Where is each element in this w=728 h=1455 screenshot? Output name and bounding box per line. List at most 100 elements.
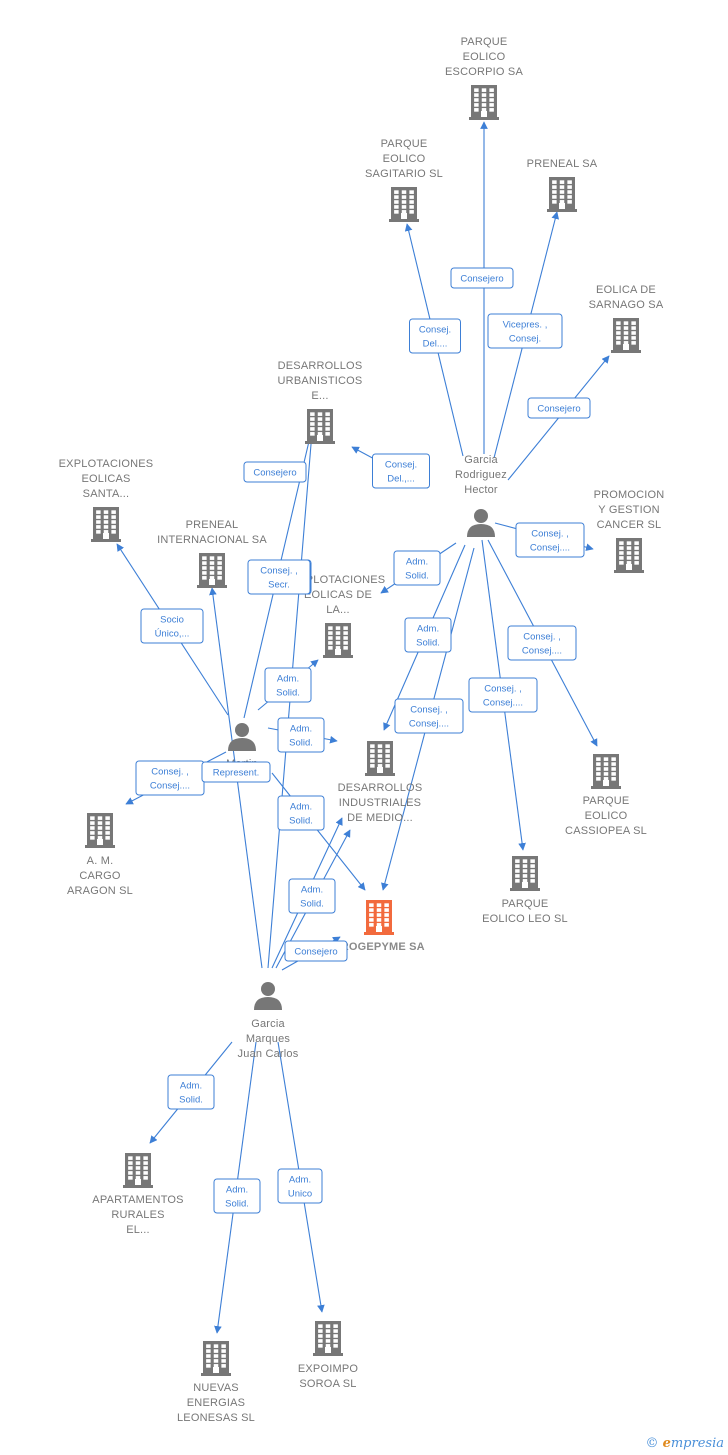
building-window — [369, 903, 374, 907]
edge-label-juan-to-preneal_int[interactable]: Consej. ,Secr. — [247, 559, 311, 595]
node-label: PRENEAL SA — [527, 158, 598, 170]
node-label: APARTAMENTOS — [92, 1194, 183, 1206]
edge-label-martin-to-expl_santa[interactable]: SocioÚnico,... — [140, 608, 204, 644]
edge-label-box[interactable] — [515, 522, 585, 558]
edge-label-box[interactable] — [247, 559, 311, 595]
building-window — [370, 744, 375, 748]
edge-label-box[interactable] — [284, 940, 348, 962]
building-window — [596, 762, 601, 766]
edge-label-juan-to-des_urb[interactable]: Consejero — [243, 461, 307, 483]
node-progepyme[interactable]: PROGEPYME SA — [333, 900, 425, 953]
edge-label-hector-to-cassiopea[interactable]: Consej. ,Consej.... — [507, 625, 577, 661]
edge-label-juan-to-progepyme[interactable]: Consejero — [284, 940, 348, 962]
edge-label-hector-to-sarnago[interactable]: Consejero — [527, 397, 591, 419]
edge-label-hector-to-des_ind[interactable]: Adm.Solid. — [404, 617, 452, 653]
edge-label-juan-to-apartamentos[interactable]: Adm.Solid. — [167, 1074, 215, 1110]
building-window — [377, 744, 383, 748]
edge-label-juan-to-des_ind[interactable]: Adm.Solid. — [277, 795, 325, 831]
edge-label-box[interactable] — [393, 550, 441, 586]
building-window — [335, 641, 341, 645]
building-window — [143, 1156, 148, 1160]
edge-label-box[interactable] — [277, 1168, 323, 1204]
edge-label-text: Socio — [160, 615, 184, 626]
edge-label-juan-to-expoimpo[interactable]: Adm.Unico — [277, 1168, 323, 1204]
node-preneal_sa[interactable]: PRENEAL SA — [527, 158, 598, 212]
node-des_urb[interactable]: DESARROLLOSURBANISTICOSE... — [278, 360, 363, 444]
edge-label-box[interactable] — [277, 795, 325, 831]
node-label: EOLICO LEO SL — [482, 913, 568, 925]
edge-label-hector-to-expl_la[interactable]: Adm.Solid. — [393, 550, 441, 586]
edge-label-box[interactable] — [243, 461, 307, 483]
building-window — [202, 556, 207, 560]
edge-label-hector-to-progepyme[interactable]: Consej. ,Consej.... — [394, 698, 464, 734]
node-label: Rodriguez — [455, 469, 507, 481]
edge-label-hector-to-des_urb[interactable]: Consej.Del.,... — [372, 453, 430, 489]
edge-label-hector-to-preneal_sa[interactable]: Vicepres. ,Consej. — [487, 313, 563, 349]
edge-label-text: Consej.... — [150, 781, 190, 792]
building-window — [206, 1349, 211, 1353]
edge-label-box[interactable] — [450, 267, 514, 289]
edge-label-box[interactable] — [527, 397, 591, 419]
edge-label-hector-to-leo[interactable]: Consej. ,Consej.... — [468, 677, 538, 713]
edge-label-martin-to-cargo[interactable]: Consej. ,Consej.... — [135, 760, 205, 796]
building-window — [489, 93, 494, 97]
building-window — [552, 195, 557, 199]
edge-label-hector-to-escorpio[interactable]: Consejero — [450, 267, 514, 289]
node-label: EL... — [126, 1224, 150, 1236]
edge-label-box[interactable] — [288, 878, 336, 914]
edge-label-box[interactable] — [277, 717, 325, 753]
edge-label-juan-to-nuevas[interactable]: Adm.Solid. — [213, 1178, 261, 1214]
edge-label-box[interactable] — [264, 667, 312, 703]
edge-label-box[interactable] — [404, 617, 452, 653]
edge-label-box[interactable] — [167, 1074, 215, 1110]
edge-label-martin-to-progepyme[interactable]: Represent. — [201, 761, 271, 783]
edge-label-box[interactable] — [507, 625, 577, 661]
edge-label-martin-to-expl_la[interactable]: Adm.Solid. — [264, 667, 312, 703]
edge-label-hector-to-sagitario[interactable]: Consej.Del.... — [409, 318, 461, 354]
building-window — [559, 185, 565, 189]
building-window — [325, 427, 330, 431]
building-window — [489, 88, 494, 92]
edge-label-box[interactable] — [487, 313, 563, 349]
edge-label-hector-to-promocion[interactable]: Consej. ,Consej.... — [515, 522, 585, 558]
building-base — [123, 1185, 153, 1188]
edge-label-juan-to-progepyme[interactable]: Adm.Solid. — [288, 878, 336, 914]
edge-label-box[interactable] — [213, 1178, 261, 1214]
building-window — [96, 520, 101, 524]
building-window — [631, 321, 636, 325]
building-window — [619, 551, 624, 555]
brand-logo: empresia — [663, 1436, 724, 1451]
building-window — [325, 1339, 331, 1343]
building-window — [111, 530, 116, 534]
node-expl_santa[interactable]: EXPLOTACIONESEOLICASSANTA... — [59, 458, 154, 542]
edge-label-box[interactable] — [201, 761, 271, 783]
building-icon — [510, 856, 540, 891]
node-label: SOROA SL — [299, 1378, 356, 1390]
edge-label-martin-to-des_ind[interactable]: Adm.Solid. — [277, 717, 325, 753]
building-window — [128, 1171, 133, 1175]
building-window — [370, 759, 375, 763]
building-window — [401, 210, 407, 214]
building-window — [376, 923, 382, 927]
building-window — [567, 185, 572, 189]
edge-label-box[interactable] — [140, 608, 204, 644]
node-apartamentos[interactable]: APARTAMENTOSRURALESEL... — [92, 1153, 184, 1236]
edge-label-box[interactable] — [372, 453, 430, 489]
edge-label-box[interactable] — [394, 698, 464, 734]
edge-label-box[interactable] — [468, 677, 538, 713]
edge-label-box[interactable] — [409, 318, 461, 354]
